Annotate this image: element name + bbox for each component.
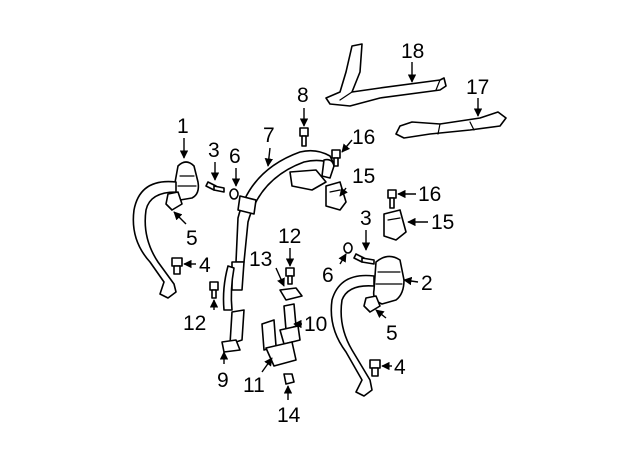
callout-8: 8	[297, 84, 309, 107]
callout-4-left: 4	[199, 254, 211, 277]
callout-16-lower: 16	[418, 183, 441, 206]
callout-12-left: 12	[183, 312, 206, 335]
callout-4-right: 4	[394, 356, 406, 379]
bolt-3-left-part	[205, 181, 225, 193]
washer-6-right-part	[343, 242, 353, 254]
callout-leaders	[173, 62, 483, 400]
bolt-4-right-part	[369, 359, 381, 377]
callout-9: 9	[217, 369, 229, 392]
bolt-3-right-part	[353, 253, 375, 265]
callout-14: 14	[277, 404, 301, 427]
bolt-16-lower-part	[387, 189, 397, 209]
callout-labels: 1 2 3 3 4 4 5 5 6 6 7 8 9 10 11 12 12 13…	[177, 40, 489, 427]
callout-1: 1	[177, 115, 189, 138]
nut-14-part	[283, 373, 295, 385]
plate-13-part	[279, 287, 303, 301]
callout-3-right: 3	[360, 207, 372, 230]
callout-7: 7	[263, 124, 275, 147]
upper-brace-part	[325, 43, 447, 107]
callout-10: 10	[304, 313, 327, 336]
callout-6-left: 6	[229, 145, 241, 168]
bolt-12-left-part	[209, 281, 219, 299]
bolt-16-upper-part	[331, 149, 341, 167]
callout-15-upper: 15	[352, 165, 375, 188]
callout-11: 11	[243, 374, 265, 397]
callout-15-lower: 15	[431, 211, 454, 234]
callout-6-right: 6	[322, 264, 334, 287]
bolt-4-left-part	[171, 257, 183, 275]
buckle-11-part	[261, 319, 297, 367]
callout-13: 13	[249, 248, 272, 271]
buckle-9-part	[221, 309, 245, 353]
callout-18: 18	[401, 40, 424, 63]
clip-5-left-part	[165, 191, 183, 211]
callout-16-upper: 16	[352, 126, 375, 149]
center-belt-part	[222, 149, 335, 311]
washer-6-left-part	[229, 188, 239, 200]
callout-5-right: 5	[386, 322, 398, 345]
callout-5-left: 5	[186, 227, 198, 250]
callout-17: 17	[466, 76, 489, 99]
callout-12-center: 12	[278, 225, 301, 248]
bracket-15-upper-part	[325, 181, 347, 211]
left-retractor-part	[132, 161, 200, 299]
bracket-15-lower-part	[383, 209, 407, 241]
clip-5-right-part	[363, 295, 381, 313]
callout-3-left: 3	[208, 139, 220, 162]
callout-2: 2	[421, 272, 433, 295]
buckle-10-part	[279, 303, 301, 345]
bolt-8-part	[299, 127, 309, 147]
lower-brace-part	[395, 111, 507, 139]
bolt-12-center-part	[285, 267, 295, 285]
